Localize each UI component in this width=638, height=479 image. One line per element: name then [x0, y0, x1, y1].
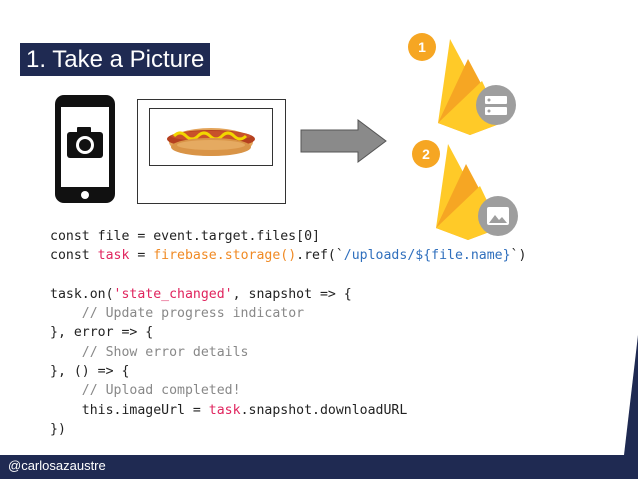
code-token: }, () => {: [50, 364, 129, 379]
hotdog-photo: [150, 109, 272, 165]
code-token: this.imageUrl =: [50, 403, 209, 418]
code-token: .snapshot.downloadURL: [241, 403, 408, 418]
code-token: /uploads/${file.name}: [344, 248, 511, 263]
step-badge-2: 2: [412, 140, 440, 168]
right-arrow-icon: [300, 119, 388, 168]
code-token: // Show error details: [82, 345, 249, 360]
slide-title: 1. Take a Picture: [20, 43, 210, 76]
code-token: task: [209, 403, 241, 418]
code-line: task.on('state_changed', snapshot => {: [50, 285, 526, 304]
code-token: 'state_changed': [114, 287, 233, 302]
code-line: // Upload completed!: [50, 381, 526, 400]
code-token: [50, 345, 82, 360]
code-line: }, () => {: [50, 362, 526, 381]
photo-preview: [137, 99, 286, 204]
smartphone-camera-icon: [55, 95, 115, 208]
step-badge-1: 1: [408, 33, 436, 61]
code-line: }, error => {: [50, 323, 526, 342]
code-block: const file = event.target.files[0] const …: [50, 227, 526, 439]
footer-handle: @carlosazaustre: [8, 458, 106, 473]
code-line: const task = firebase.storage().ref(`/up…: [50, 246, 526, 265]
code-token: const: [50, 248, 98, 263]
photo-inner-frame: [149, 108, 273, 166]
code-token: task: [98, 248, 130, 263]
code-token: task.on(: [50, 287, 114, 302]
code-token: =: [129, 248, 153, 263]
code-token: .ref(`: [296, 248, 344, 263]
code-line: // Show error details: [50, 343, 526, 362]
code-line: this.imageUrl = task.snapshot.downloadUR…: [50, 401, 526, 420]
code-line: const file = event.target.files[0]: [50, 227, 526, 246]
corner-decoration: [624, 335, 638, 460]
code-line: // Update progress indicator: [50, 304, 526, 323]
code-token: }): [50, 422, 66, 437]
code-token: [50, 306, 82, 321]
footer-bar: @carlosazaustre: [0, 455, 638, 479]
code-line: }): [50, 420, 526, 439]
code-line: [50, 266, 526, 285]
code-token: const file = event.target.files[0]: [50, 229, 320, 244]
code-token: , snapshot => {: [233, 287, 352, 302]
code-token: }, error => {: [50, 325, 153, 340]
code-token: // Upload completed!: [82, 383, 241, 398]
code-token: firebase.storage(): [153, 248, 296, 263]
code-token: [50, 383, 82, 398]
code-token: // Update progress indicator: [82, 306, 304, 321]
code-token: `): [511, 248, 527, 263]
